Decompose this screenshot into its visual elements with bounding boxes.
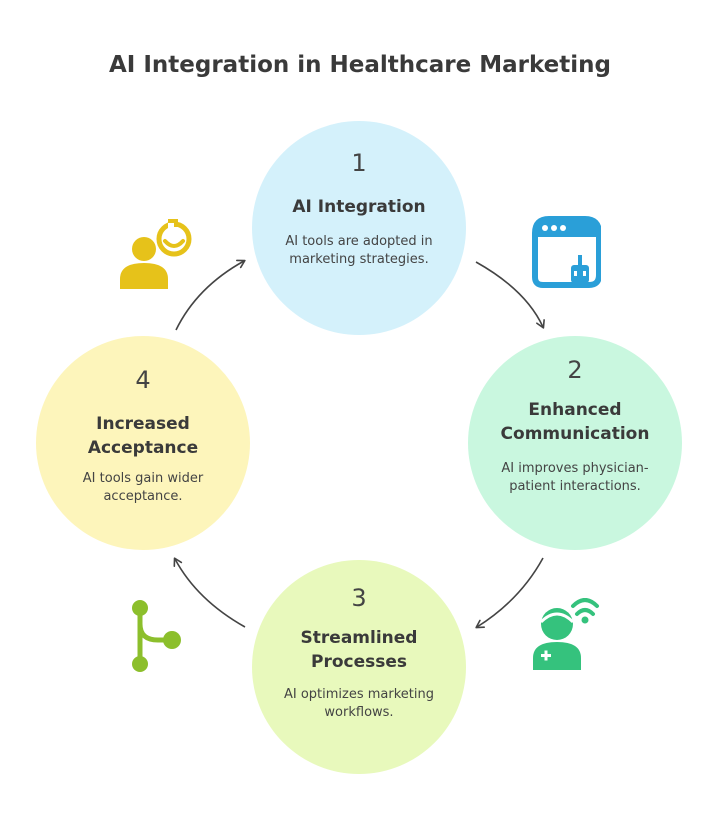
arrow-step3-to-step4	[173, 557, 246, 628]
step-1-title: AI Integration	[292, 197, 426, 217]
step-4-circle: 4 Increased Acceptance AI tools gain wid…	[36, 336, 250, 550]
step-3-description: AI optimizes marketing workflows.	[283, 687, 434, 720]
doctor-wifi-icon	[533, 598, 599, 670]
arrow-step4-to-step1	[175, 259, 246, 331]
step-1-number: 1	[351, 149, 367, 177]
step-4-description: AI tools gain wider acceptance.	[82, 471, 204, 504]
arrow-step2-to-step3	[475, 557, 544, 629]
step-2-description: AI improves physician-patient interactio…	[501, 461, 649, 494]
step-1-description: AI tools are adopted in marketing strate…	[285, 234, 433, 267]
step-2-circle: 2 Enhanced Communication AI improves phy…	[468, 336, 682, 550]
step-4-number: 4	[135, 366, 151, 394]
step-1-circle: 1 AI Integration AI tools are adopted in…	[252, 121, 466, 335]
person-speech-icon	[120, 219, 192, 289]
step-3-title: Streamlined Processes	[300, 628, 418, 672]
step-2-number: 2	[567, 356, 583, 384]
step-3-circle: 3 Streamlined Processes AI optimizes mar…	[252, 560, 466, 774]
browser-window-icon	[532, 216, 601, 288]
branch-flow-icon	[132, 600, 181, 672]
page-title: AI Integration in Healthcare Marketing	[108, 52, 611, 78]
step-3-number: 3	[351, 584, 367, 612]
arrow-step1-to-step2	[475, 261, 545, 329]
step-2-title: Enhanced Communication	[500, 400, 650, 444]
step-4-title: Increased Acceptance	[87, 414, 199, 458]
